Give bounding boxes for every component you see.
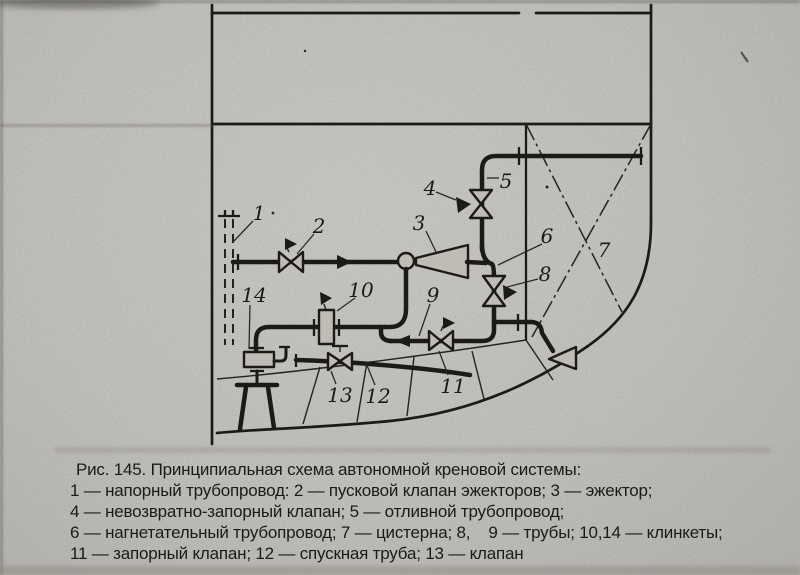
caption-legend-line-4: 11 — запорный клапан; 12 — спускная труб…: [70, 544, 524, 563]
scan-edge-left: [0, 0, 3, 575]
figure-caption: Рис. 145. Принципиальная схема автономно…: [70, 459, 794, 564]
caption-legend-line-1: 1 — напорный трубопровод: 2 — пусковой к…: [70, 481, 653, 500]
caption-legend-line-2: 4 — невозвратно-запорный клапан; 5 — отл…: [70, 502, 565, 521]
scan-edge-top: [0, 0, 800, 3]
scan-blotch: [0, 0, 160, 9]
caption-title: Рис. 145. Принципиальная схема автономно…: [76, 460, 582, 479]
caption-legend-line-3: 6 — нагнетательный трубопровод; 7 — цист…: [70, 523, 723, 542]
scan-streak-deck: [0, 124, 214, 127]
scan-band-bottom: [0, 566, 800, 575]
scan-streak-under-figure: [55, 448, 770, 452]
